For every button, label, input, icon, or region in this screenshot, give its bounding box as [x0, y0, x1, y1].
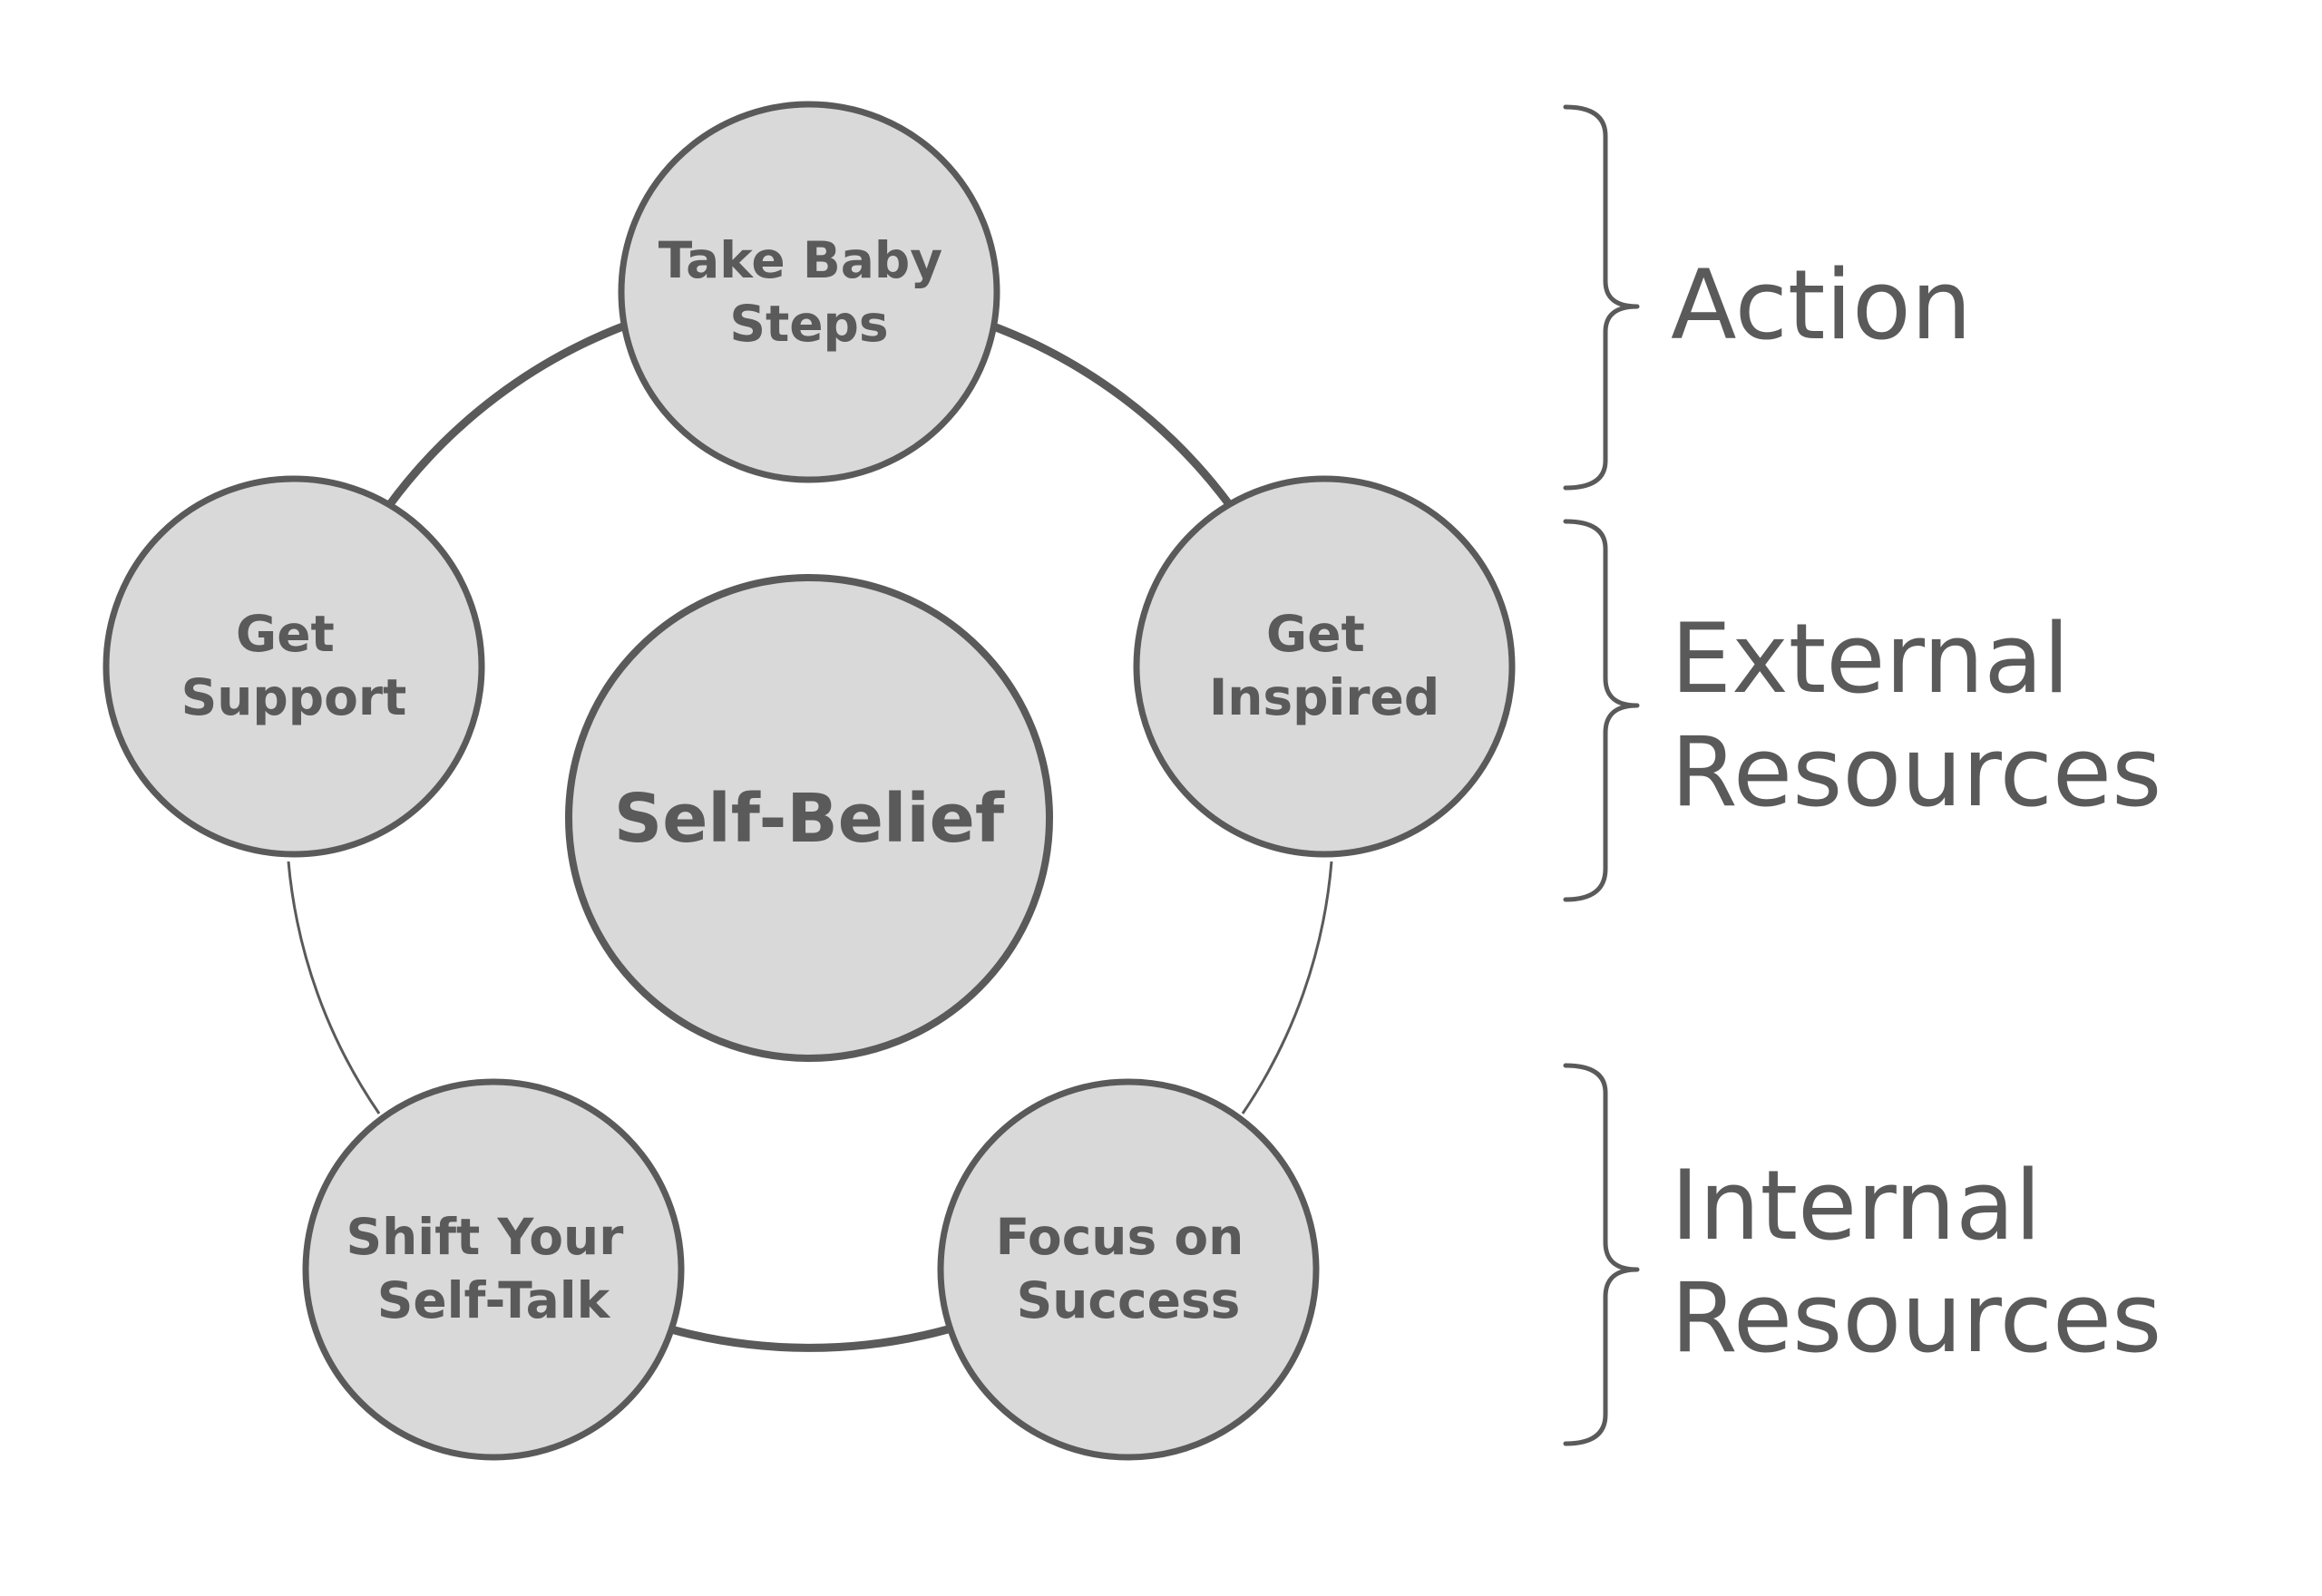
node-label-line-1: Get [1266, 605, 1365, 663]
node-label: Get Support [181, 605, 407, 726]
node-get-support: Get Support [102, 475, 485, 858]
node-get-inspired: Get Inspired [1133, 475, 1516, 858]
node-label-line-1: Focus on [996, 1208, 1244, 1266]
group-label-line-2: Resources [1671, 1262, 2161, 1374]
ring-arc-bottom [669, 1325, 950, 1352]
connection-ring [287, 320, 1333, 1352]
ring-arc-left [287, 861, 381, 1114]
node-label-line-1: Shift Your [346, 1208, 624, 1266]
ring-arc-right [1241, 861, 1333, 1114]
brace-external-resources [1563, 519, 1640, 902]
group-internal-resources: Internal Resources [1563, 1063, 2161, 1446]
center-circle [565, 574, 1053, 1062]
node-circle [937, 1078, 1320, 1461]
group-label-internal-resources: Internal Resources [1671, 1150, 2161, 1374]
node-label-line-2: Success [1017, 1271, 1241, 1329]
group-external-resources: External Resources [1563, 519, 2161, 902]
node-label-line-2: Self-Talk [377, 1271, 611, 1329]
center-label: Self-Belief [614, 780, 1005, 858]
node-label-line-2: Inspired [1209, 668, 1439, 726]
group-label-line-1: External [1671, 603, 2070, 715]
node-label: Shift Your Self-Talk [346, 1208, 641, 1329]
node-label: Take Baby Steps [659, 231, 961, 353]
brace-action [1563, 104, 1640, 491]
ring-arc-top-right [987, 320, 1233, 507]
node-shift-your-self-talk: Shift Your Self-Talk [302, 1078, 685, 1461]
node-label-line-2: Steps [729, 295, 888, 353]
node-label-line-1: Get [236, 605, 335, 663]
node-take-baby-steps: Take Baby Steps [618, 101, 1000, 483]
group-label-action: Action [1671, 249, 1972, 361]
node-label: Get Inspired [1209, 605, 1439, 726]
group-label-line-1: Internal [1671, 1150, 2042, 1261]
group-label-external-resources: External Resources [1671, 603, 2161, 828]
node-circle [302, 1078, 685, 1461]
node-circle [618, 101, 1000, 483]
brace-internal-resources [1563, 1063, 1640, 1446]
node-label-line-1: Take Baby [659, 231, 942, 289]
center-node: Self-Belief [565, 574, 1053, 1062]
node-circle [102, 475, 485, 858]
group-action: Action [1563, 104, 1972, 491]
ring-arc-top-left [386, 320, 629, 507]
node-label-line-2: Support [181, 668, 407, 726]
node-circle [1133, 475, 1516, 858]
node-label: Focus on Success [996, 1208, 1262, 1329]
node-focus-on-success: Focus on Success [937, 1078, 1320, 1461]
group-label-line-2: Resources [1671, 716, 2161, 828]
group-label-line-1: Action [1671, 249, 1972, 361]
